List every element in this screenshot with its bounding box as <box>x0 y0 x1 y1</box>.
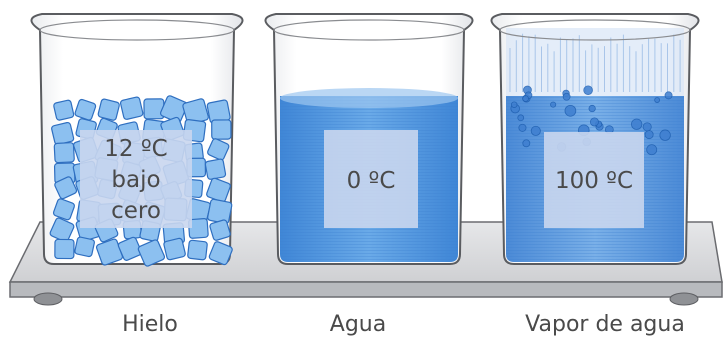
ice-cube <box>119 96 144 120</box>
ice-cube <box>159 95 188 124</box>
beaker-ice <box>30 13 244 267</box>
ice-cube <box>97 98 120 121</box>
caption-water: Agua <box>329 312 387 337</box>
steam-bubble <box>588 104 596 113</box>
ice-cube <box>204 158 227 180</box>
ice-cube <box>207 138 230 161</box>
steam-bubble <box>631 118 643 130</box>
ice-cube <box>207 198 233 225</box>
water-label-panel <box>324 130 418 228</box>
ice-cube <box>211 119 232 140</box>
label-ice-line-1: 12 ºC <box>104 136 168 162</box>
steam-bubble <box>644 130 654 140</box>
ice-cube <box>74 98 97 121</box>
steam-bubble <box>583 85 593 95</box>
tray-foot-right <box>669 292 699 306</box>
ice-cube <box>143 98 165 120</box>
ice-cube <box>163 237 186 261</box>
beaker-water <box>264 13 474 265</box>
steam-bubble <box>642 122 652 132</box>
ice-cube <box>53 99 75 121</box>
steam-bubble <box>562 92 571 101</box>
ice-cube <box>51 121 75 146</box>
caption-steam: Vapor de agua <box>525 312 685 337</box>
steam-bubble <box>664 91 673 100</box>
steam-bubble <box>550 101 557 108</box>
steam-bubble <box>654 97 661 103</box>
ice-cube <box>54 176 78 200</box>
ice-cube <box>208 241 233 266</box>
steam-streaks <box>509 33 681 92</box>
ice-cube <box>74 236 95 258</box>
ice-cube <box>117 236 143 261</box>
steam-bubble <box>522 95 529 102</box>
ice-cube <box>187 218 209 239</box>
ice-cube <box>49 217 75 243</box>
label-ice: 12 ºC bajo cero <box>80 134 192 227</box>
label-ice-line-3: cero <box>111 198 161 224</box>
steam-bubble <box>517 114 525 122</box>
ice-label-panel <box>80 130 192 228</box>
steam-label-panel <box>544 132 644 228</box>
ice-cube <box>137 239 166 267</box>
steam-bubble <box>518 123 527 132</box>
steam-bubble <box>522 139 531 148</box>
steam-bubble <box>510 101 518 108</box>
beaker-steam <box>490 13 700 265</box>
ice-cube <box>54 238 75 260</box>
label-steam-line-1: 100 ºC <box>554 168 634 194</box>
caption-ice: Hielo <box>122 312 178 337</box>
label-water-line-1: 0 ºC <box>346 168 396 194</box>
ice-cube <box>52 198 75 221</box>
label-ice-line-2: bajo <box>111 167 161 193</box>
ice-cube <box>209 219 231 241</box>
label-water: 0 ºC <box>324 166 418 197</box>
steam-bubble <box>564 104 577 117</box>
steam-bubble <box>530 125 541 136</box>
steam-bubble <box>659 129 671 141</box>
ice-cube <box>187 239 208 261</box>
tray-foot-left <box>33 292 63 306</box>
steam-bubble <box>646 144 658 156</box>
label-steam: 100 ºC <box>544 166 644 197</box>
ice-cube <box>53 142 75 164</box>
steam-bubble <box>589 117 599 127</box>
